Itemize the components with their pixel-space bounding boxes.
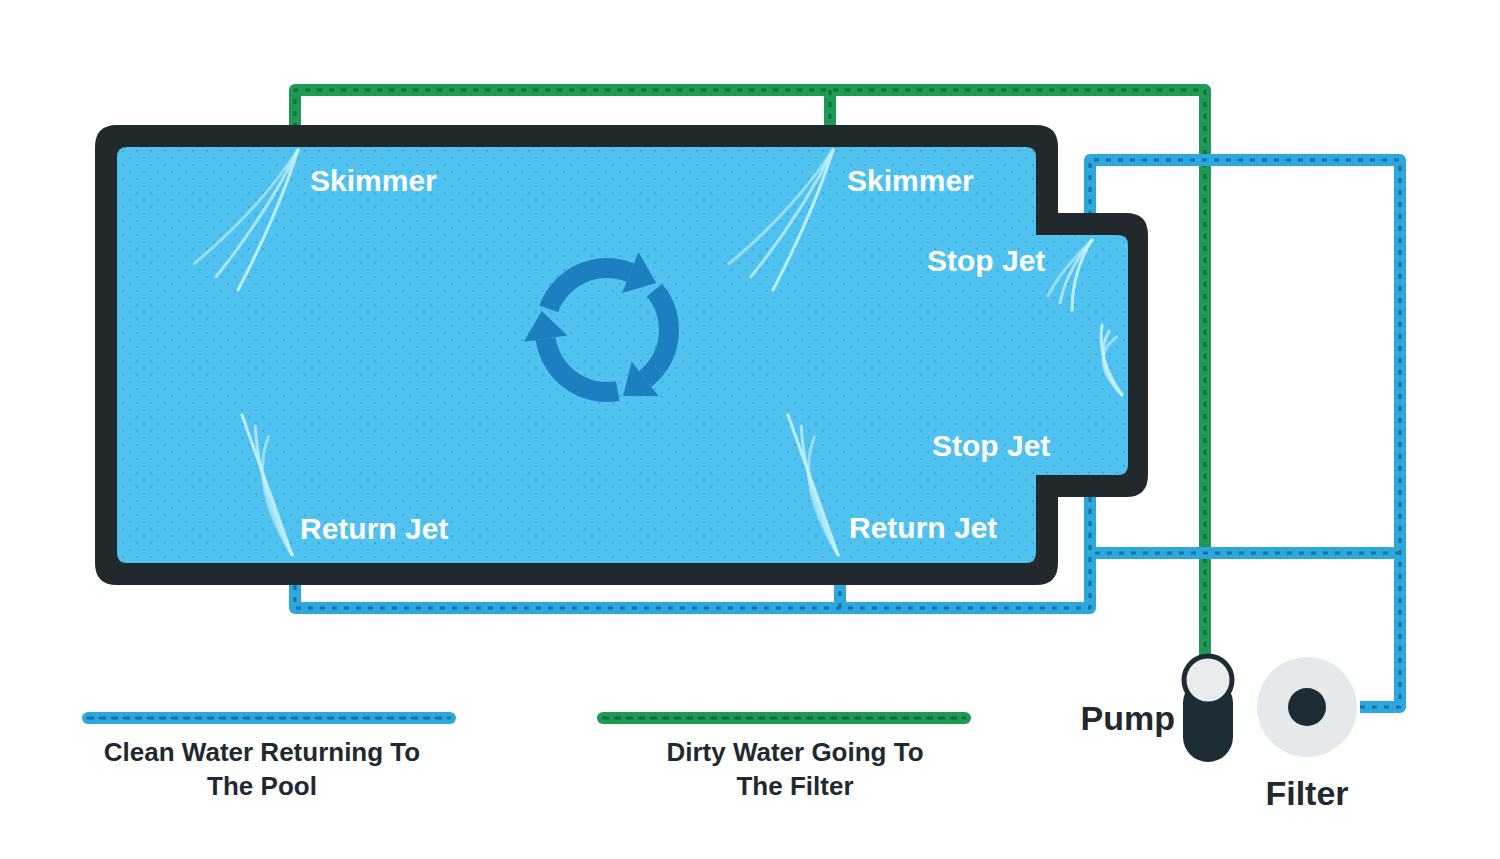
pool-outline bbox=[95, 125, 1148, 585]
filter-unit: Filter bbox=[1252, 652, 1362, 817]
fixture-label: Skimmer bbox=[310, 164, 437, 198]
fixture-label: Return Jet bbox=[300, 512, 448, 546]
legend-entry: Clean Water Returning To The Pool bbox=[82, 735, 442, 803]
fixture-label: Stop Jet bbox=[932, 429, 1050, 463]
legend-samples bbox=[88, 718, 965, 719]
water-texture bbox=[117, 147, 1128, 563]
legend-text: Dirty Water Going To The Filter bbox=[666, 737, 923, 801]
fixture-label: Skimmer bbox=[847, 164, 974, 198]
pump-unit: Pump bbox=[1030, 650, 1240, 768]
circulation-icon bbox=[524, 252, 679, 402]
fixture-label: Stop Jet bbox=[927, 244, 1045, 278]
pool-water bbox=[117, 147, 1128, 563]
water-flow-wisps bbox=[194, 150, 1122, 555]
filter-label: Filter bbox=[1265, 774, 1348, 813]
legend-entry: Dirty Water Going To The Filter bbox=[665, 735, 925, 803]
fixture-label: Return Jet bbox=[849, 511, 997, 545]
pump-label: Pump bbox=[1081, 699, 1175, 738]
legend-text: Clean Water Returning To The Pool bbox=[104, 737, 420, 801]
